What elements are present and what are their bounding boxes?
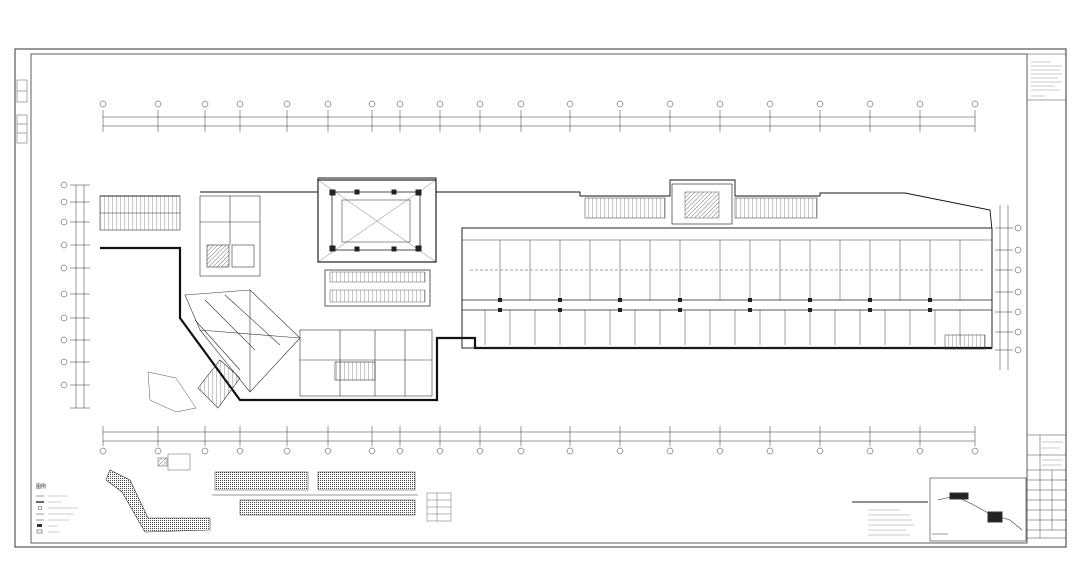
bottom-grid-bubbles	[99, 447, 979, 455]
left-grid-bubbles	[60, 181, 68, 389]
legend-title: 图例	[36, 483, 46, 490]
west-core	[199, 195, 261, 277]
east-wing-outline	[461, 227, 993, 349]
right-grid-bubbles	[1014, 224, 1022, 354]
key-sketch	[105, 453, 211, 533]
right-dimension-line	[995, 205, 1013, 370]
south-hall	[299, 329, 433, 397]
elevation-sketch	[212, 471, 418, 516]
external-stair	[147, 359, 241, 413]
top-dimension-line	[102, 110, 976, 132]
east-wing-north-rooms	[462, 239, 992, 300]
angled-wing	[184, 289, 301, 393]
central-court	[317, 179, 437, 263]
central-south-block	[324, 269, 431, 307]
plan-notes	[868, 509, 914, 536]
top-grid-bubbles	[99, 100, 979, 108]
east-stair	[944, 334, 986, 350]
binding-strip	[16, 79, 28, 144]
legend: 图例	[36, 483, 78, 534]
title-block	[1027, 53, 1066, 539]
building-outline	[100, 177, 993, 402]
left-dimension-line	[70, 184, 90, 409]
east-wing-south-rooms	[484, 310, 961, 345]
sheet-frame	[14, 48, 1067, 548]
location-map	[929, 477, 1027, 542]
north-stairs	[584, 183, 818, 225]
title-block-notes	[1031, 61, 1063, 466]
area-table	[426, 492, 452, 522]
east-wing-columns	[498, 298, 932, 312]
west-stair	[99, 195, 181, 231]
bottom-dimension-line	[102, 426, 976, 446]
